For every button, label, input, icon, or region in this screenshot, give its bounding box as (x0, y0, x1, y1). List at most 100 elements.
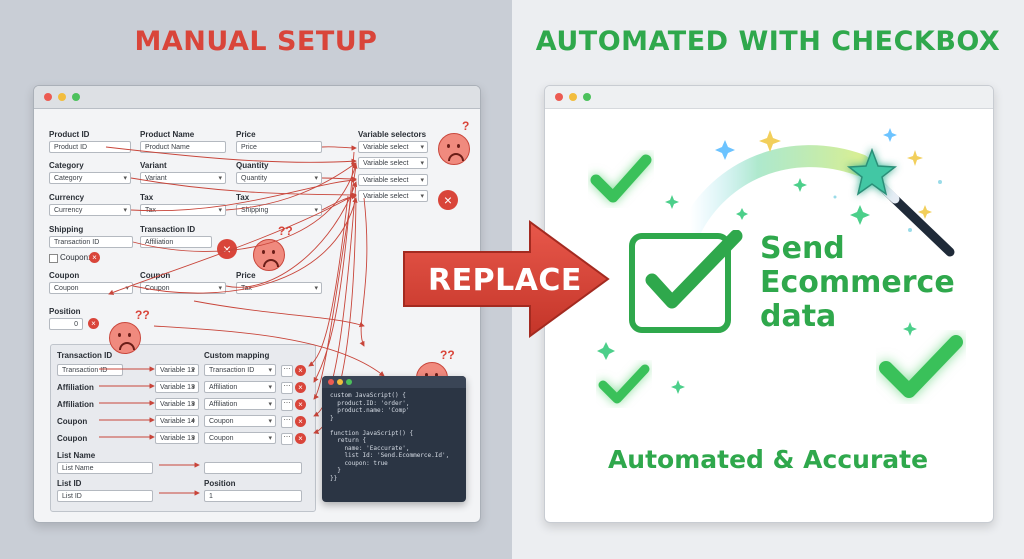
variable-select-2[interactable]: Variable select (358, 157, 428, 169)
variant-select[interactable]: Variant (140, 172, 226, 184)
variable-select-row5[interactable]: Variable 13 (155, 432, 199, 444)
code-max-dot[interactable] (346, 379, 352, 385)
mapping-select-row5[interactable]: Coupon (204, 432, 276, 444)
row5-label: Coupon (57, 434, 88, 443)
mapping-select-row3[interactable]: Affiliation (204, 398, 276, 410)
variable-selectors-label: Variable selectors (358, 130, 427, 139)
variable-select-4[interactable]: Variable select (358, 190, 428, 202)
coupon-remove-icon[interactable]: × (89, 252, 100, 263)
list-id-label: List ID (57, 479, 82, 488)
subpanel-position-label: Position (204, 479, 236, 488)
more-icon-row5[interactable]: ⋯ (281, 433, 293, 445)
close-dot[interactable] (44, 93, 52, 101)
code-close-dot[interactable] (328, 379, 334, 385)
row4-label: Coupon (57, 417, 88, 426)
error-x-icon-2: × (217, 239, 237, 259)
replace-label: REPLACE (428, 263, 582, 298)
list-name-input[interactable]: List Name (57, 462, 153, 474)
maximize-dot-2[interactable] (583, 93, 591, 101)
confused-face-icon (438, 133, 470, 165)
category-label: Category (49, 161, 84, 170)
tax-select[interactable]: Tax (140, 204, 226, 216)
coupon-select-2[interactable]: Coupon (140, 282, 226, 294)
tax-label-2: Tax (236, 193, 250, 202)
category-select[interactable]: Category (49, 172, 131, 184)
currency-select[interactable]: Currency (49, 204, 131, 216)
remove-icon-row1[interactable]: × (295, 365, 306, 376)
variable-select-1[interactable]: Variable select (358, 141, 428, 153)
remove-icon-row2[interactable]: × (295, 382, 306, 393)
variable-select-row3[interactable]: Variable 13 (155, 398, 199, 410)
code-line: name: 'Eaccurate', (330, 444, 410, 452)
mapping-select-row2[interactable]: Affiliation (204, 381, 276, 393)
list-id-input[interactable]: List ID (57, 490, 153, 502)
code-line: product.name: 'Comp' (330, 407, 410, 414)
position-remove-icon[interactable]: × (88, 318, 99, 329)
code-editor-window: custom JavaScript() { product.ID: 'order… (322, 376, 466, 502)
coupon-checkbox[interactable] (49, 254, 58, 263)
shipping-input[interactable]: Transaction ID (49, 236, 133, 248)
more-icon-row4[interactable]: ⋯ (281, 416, 293, 428)
list-name-mapping-input[interactable] (204, 462, 302, 474)
question-marks-icon-3: ?? (135, 308, 150, 322)
error-x-icon: × (438, 190, 458, 210)
quantity-select[interactable]: Quantity (236, 172, 322, 184)
tax-select-2[interactable]: Tax (236, 282, 322, 294)
shipping-label: Shipping (49, 225, 84, 234)
variable-select-row2[interactable]: Variable 13 (155, 381, 199, 393)
product-id-label: Product ID (49, 130, 90, 139)
transaction-id-input[interactable]: Affiliation (140, 236, 212, 248)
code-min-dot[interactable] (337, 379, 343, 385)
more-icon-row3[interactable]: ⋯ (281, 399, 293, 411)
price-label: Price (236, 130, 256, 139)
variable-select-row1[interactable]: Variable 12 (155, 364, 199, 376)
code-line: product.ID: 'order', (330, 399, 410, 407)
question-marks-icon-2: ?? (278, 224, 293, 238)
row3-label: Affiliation (57, 400, 94, 409)
variable-select-row4[interactable]: Variable 14 (155, 415, 199, 427)
code-block: custom JavaScript() { product.ID: 'order… (330, 392, 466, 482)
row2-label: Affiliation (57, 383, 94, 392)
confused-face-icon-3 (109, 322, 141, 354)
automated-window-titlebar (545, 86, 993, 109)
question-marks-icon: ? (462, 119, 470, 133)
transaction-id-label: Transaction ID (140, 225, 196, 234)
price-input[interactable]: Price (236, 141, 322, 153)
shipping-select[interactable]: Shipping (236, 204, 322, 216)
code-line: custom JavaScript() { (330, 392, 406, 399)
price-label-2: Price (236, 271, 256, 280)
minimize-dot[interactable] (58, 93, 66, 101)
maximize-dot[interactable] (72, 93, 80, 101)
coupon-label-2: Coupon (140, 271, 171, 280)
mapping-select-row1[interactable]: Transaction ID (204, 364, 276, 376)
replace-arrow-icon (403, 220, 610, 338)
code-line: } (330, 467, 341, 474)
close-dot-2[interactable] (555, 93, 563, 101)
question-marks-icon-4: ?? (440, 348, 455, 362)
subpanel-transaction-id-heading: Transaction ID (57, 351, 113, 360)
code-line: return { (330, 437, 367, 444)
mapping-subpanel: Transaction ID Custom mapping Transactio… (50, 344, 316, 512)
more-icon-row2[interactable]: ⋯ (281, 382, 293, 394)
currency-label: Currency (49, 193, 85, 202)
subpanel-transaction-input[interactable]: Transaction ID (57, 364, 123, 376)
variable-select-3[interactable]: Variable select (358, 174, 428, 186)
ecommerce-text: Ecommerce (760, 265, 955, 300)
position-label: Position (49, 307, 81, 316)
product-id-input[interactable]: Product ID (49, 141, 131, 153)
remove-icon-row3[interactable]: × (295, 399, 306, 410)
remove-icon-row5[interactable]: × (295, 433, 306, 444)
mapping-select-row4[interactable]: Coupon (204, 415, 276, 427)
coupon-label: Coupon (49, 271, 80, 280)
remove-icon-row4[interactable]: × (295, 416, 306, 427)
quantity-label: Quantity (236, 161, 269, 170)
variant-label: Variant (140, 161, 167, 170)
code-line: function JavaScript() { (330, 429, 414, 437)
position-input[interactable]: 0 (49, 318, 83, 330)
product-name-input[interactable]: Product Name (140, 141, 226, 153)
coupon-select[interactable]: Coupon (49, 282, 133, 294)
minimize-dot-2[interactable] (569, 93, 577, 101)
subpanel-position-input[interactable]: 1 (204, 490, 302, 502)
data-text: data (760, 299, 837, 334)
more-icon-row1[interactable]: ⋯ (281, 365, 293, 377)
